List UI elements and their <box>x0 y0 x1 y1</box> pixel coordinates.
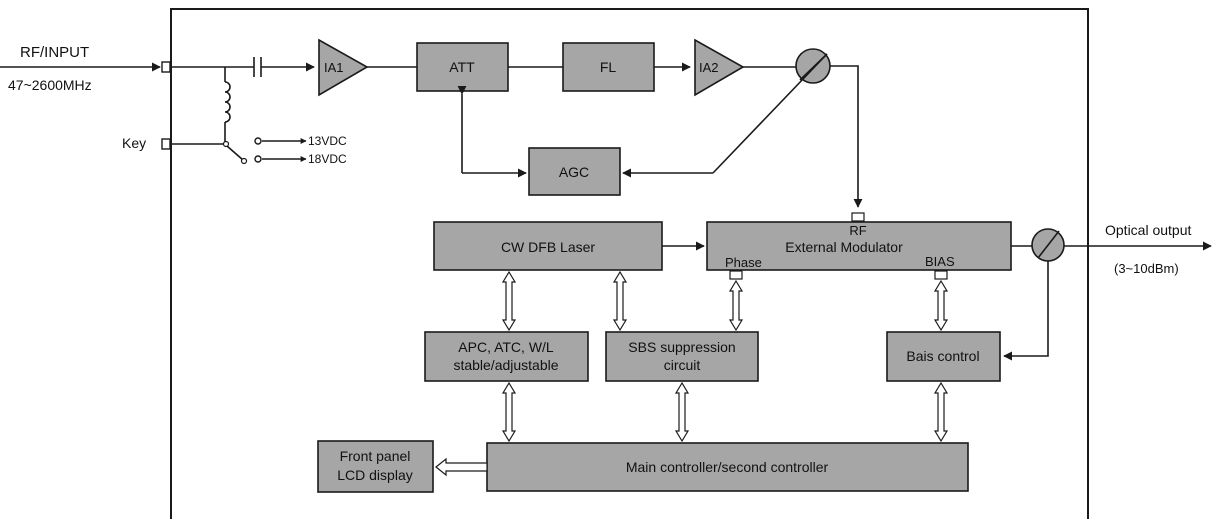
modulator-rf-port <box>851 212 865 222</box>
switch-pivot <box>222 140 230 148</box>
external-modulator-block <box>706 221 1012 271</box>
cw-dfb-laser-label: CW DFB Laser <box>501 239 595 255</box>
modulator-bias-port <box>934 270 948 280</box>
key-port <box>161 138 171 150</box>
front-panel-lcd-label-line1: Front panel <box>340 448 411 464</box>
coupler-to-bias-control-line <box>1003 261 1049 361</box>
laser-sbs-bus-arrow <box>612 270 628 332</box>
inductor-coil <box>224 81 231 123</box>
switch-blade <box>226 145 244 161</box>
external-modulator-label: External Modulator <box>785 239 903 255</box>
modulator-phase-label: Phase <box>725 255 762 270</box>
sbs-suppression-label-line2: circuit <box>664 357 701 373</box>
main-controller-label: Main controller/second controller <box>626 459 829 475</box>
ia1-label: IA1 <box>324 60 344 75</box>
agc-label: AGC <box>559 164 589 180</box>
laser-apc-bus-arrow <box>501 270 517 332</box>
enclosure-frame <box>170 8 1089 519</box>
sbs-controller-bus-arrow <box>674 381 690 443</box>
apc-atc-label-line2: stable/adjustable <box>453 357 558 373</box>
modulator-bias-label: BIAS <box>925 254 955 269</box>
att-block <box>416 42 509 92</box>
att-label: ATT <box>449 59 475 75</box>
optical-output-range: (3~10dBm) <box>1114 261 1179 276</box>
rf-input-label: RF/INPUT <box>20 44 89 61</box>
switch-contact-pivot <box>240 157 248 165</box>
controller-to-lcd-arrow <box>435 457 488 477</box>
coupler-to-modulator-rf-line <box>830 65 863 208</box>
apc-controller-bus-arrow <box>501 381 517 443</box>
front-panel-lcd-label-line2: LCD display <box>337 467 412 483</box>
ia2-amplifier <box>694 38 745 97</box>
optical-output-label: Optical output <box>1105 222 1191 238</box>
modulator-rf-label: RF <box>849 223 866 238</box>
apc-atc-label-line1: APC, ATC, W/L <box>458 339 554 355</box>
bias-control-block <box>886 331 1001 382</box>
apc-atc-block <box>424 331 589 382</box>
fl-label: FL <box>600 59 617 75</box>
ia2-label: IA2 <box>699 60 719 75</box>
ia1-amplifier <box>318 38 369 97</box>
switch-contact-18vdc <box>254 155 262 163</box>
key-label: Key <box>122 135 146 151</box>
bias-controller-bus-arrow <box>933 381 949 443</box>
agc-block <box>528 147 621 196</box>
bias-control-bus-arrow <box>933 279 949 332</box>
modulator-phase-port <box>729 270 743 280</box>
option-13vdc-label: 13VDC <box>308 134 347 148</box>
coupler-to-agc-line-a <box>712 53 828 174</box>
sbs-suppression-label-line1: SBS suppression <box>628 339 735 355</box>
main-controller-block <box>486 442 969 492</box>
rf-input-range: 47~2600MHz <box>8 77 92 93</box>
cw-dfb-laser-block <box>433 221 663 271</box>
front-panel-lcd-block <box>317 440 434 493</box>
bias-control-label: Bais control <box>906 348 979 364</box>
phase-sbs-bus-arrow <box>728 279 744 332</box>
optical-coupler-tap <box>1037 230 1060 259</box>
rf-input-port <box>161 61 171 73</box>
option-18vdc-label: 18VDC <box>308 152 347 166</box>
sbs-suppression-block <box>605 331 759 382</box>
fl-block <box>562 42 655 92</box>
switch-contact-13vdc <box>254 137 262 145</box>
